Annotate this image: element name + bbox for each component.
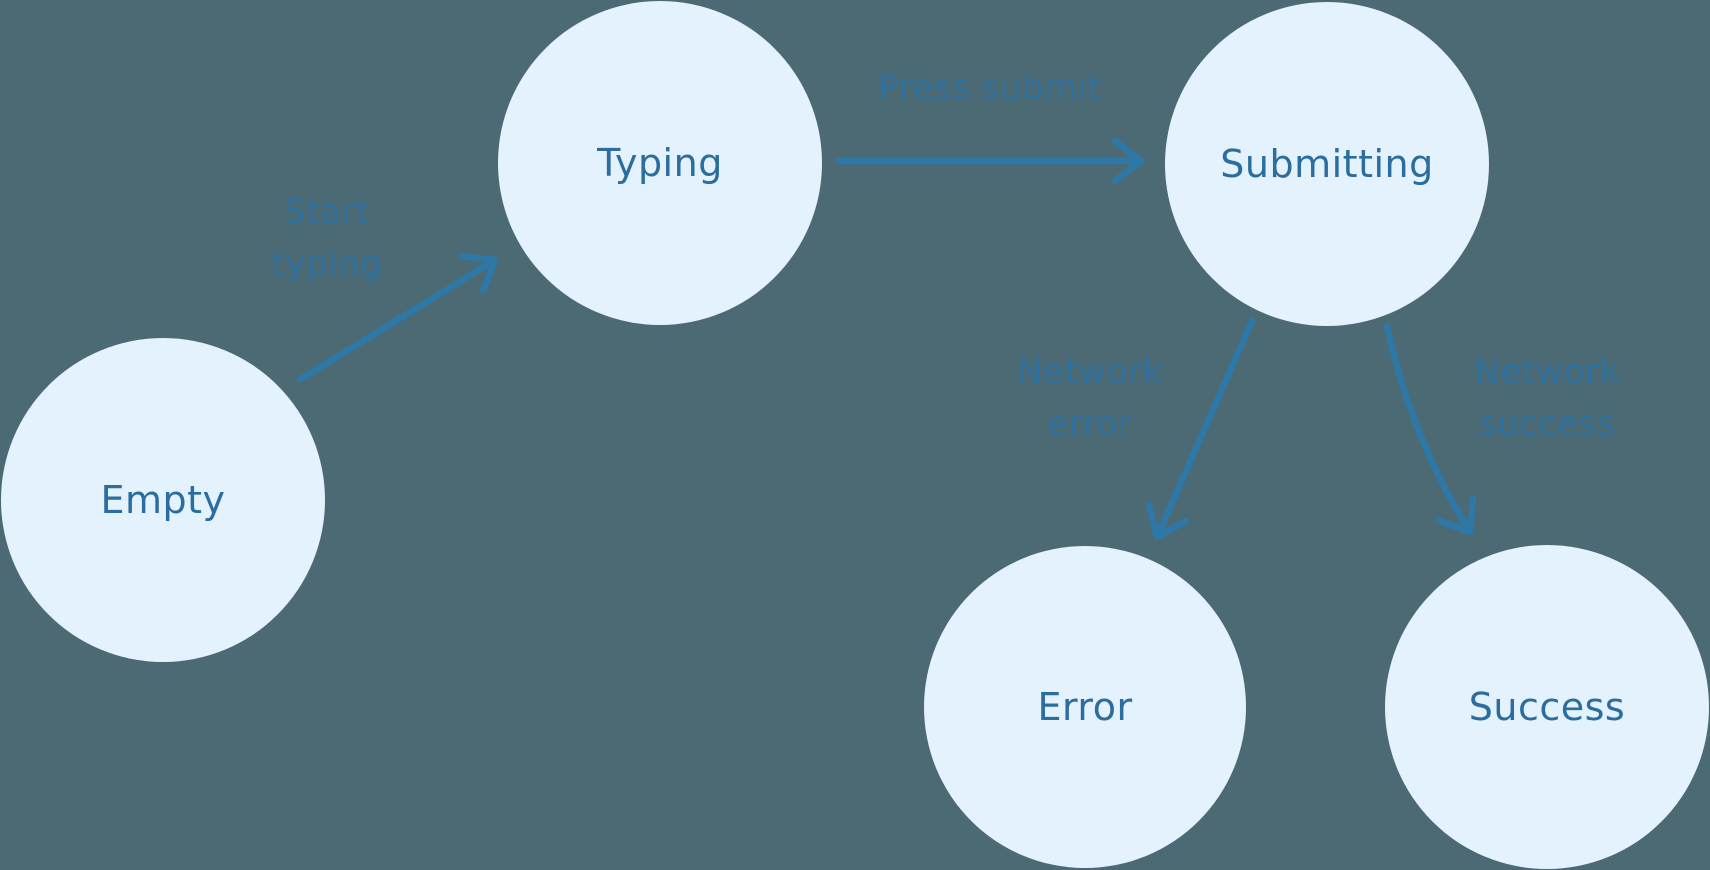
node-submitting: Submitting (1165, 2, 1489, 326)
edge-label-line: Press submit (878, 68, 1102, 108)
edge-label-line: success (1478, 404, 1616, 444)
arrow-submitting-to-error (1145, 317, 1256, 541)
arrow-submitting-to-success (1383, 322, 1477, 536)
edge-label-line: typing (271, 244, 383, 284)
edge-label-line: Start (284, 192, 370, 232)
arrow-empty-to-typing (297, 253, 499, 383)
node-success: Success (1385, 545, 1709, 869)
edge-label-network-error: Network error (980, 346, 1200, 450)
node-empty: Empty (1, 338, 325, 662)
edge-label-start-typing: Start typing (217, 186, 437, 290)
node-empty-label: Empty (100, 478, 226, 522)
node-typing: Typing (498, 1, 822, 325)
edge-label-press-submit: Press submit (830, 68, 1150, 108)
edge-label-line: Network (1017, 352, 1163, 392)
node-error: Error (924, 546, 1246, 868)
edge-label-line: error (1047, 404, 1133, 444)
node-typing-label: Typing (597, 141, 723, 185)
node-submitting-label: Submitting (1220, 142, 1434, 186)
edge-label-network-success: Network success (1437, 346, 1657, 450)
node-error-label: Error (1037, 685, 1133, 729)
node-success-label: Success (1468, 685, 1626, 729)
edge-label-line: Network (1474, 352, 1620, 392)
